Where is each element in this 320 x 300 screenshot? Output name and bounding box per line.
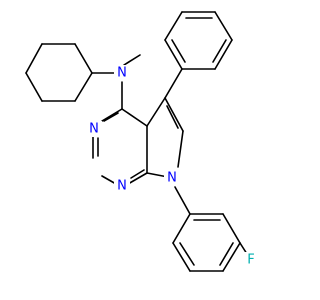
bond-fluorophenyl [222,242,241,272]
bonds [25,11,248,272]
bond-pyrimidine [101,108,123,122]
bond-fluorophenyl-double [219,242,234,266]
bond-pyrimidine [121,108,148,127]
bond-phenyl [164,39,183,70]
bond-cyclohexyl [74,72,93,102]
bond-pyrimidine-double [103,112,119,122]
bond-c5-phenyl [164,68,183,99]
bond-pyrimidine-double [130,169,145,179]
bond-pyrimidine [127,172,148,185]
atom-labels: N N N N F [86,65,258,268]
pyrimidine-nitrogen-label: N [89,122,99,137]
bond-phenyl [214,39,233,70]
pyrimidine-nitrogen-label: N [117,179,127,194]
bond-n-methyl [123,54,141,66]
bond-cyclohexyl [25,43,43,74]
fluorine-label: F [247,253,254,268]
bond-fluorophenyl-double [179,242,195,266]
bond-pyrrole [164,97,184,132]
bond-pyrrole [146,97,166,127]
amine-nitrogen-label: N [117,66,127,81]
pyrrole-nitrogen-label: N [167,171,177,186]
bond-phenyl-double [212,39,227,63]
bond-fluorophenyl [172,213,191,244]
bond-fluorophenyl [172,242,191,272]
bond-n7-aryl [174,186,191,215]
bond-cyclohexyl [74,43,93,74]
bond-pyrrole [177,130,184,168]
bond-phenyl-double [171,39,186,63]
bond-cyclohexyl [25,72,43,102]
bond-phenyl [164,11,183,41]
bond-fluorophenyl [222,213,241,244]
bond-pyrrole-double [166,105,179,129]
molecule-structure-diagram: N N N N F [25,11,258,272]
bond-pyrimidine [101,175,117,185]
bond-phenyl [214,11,233,41]
